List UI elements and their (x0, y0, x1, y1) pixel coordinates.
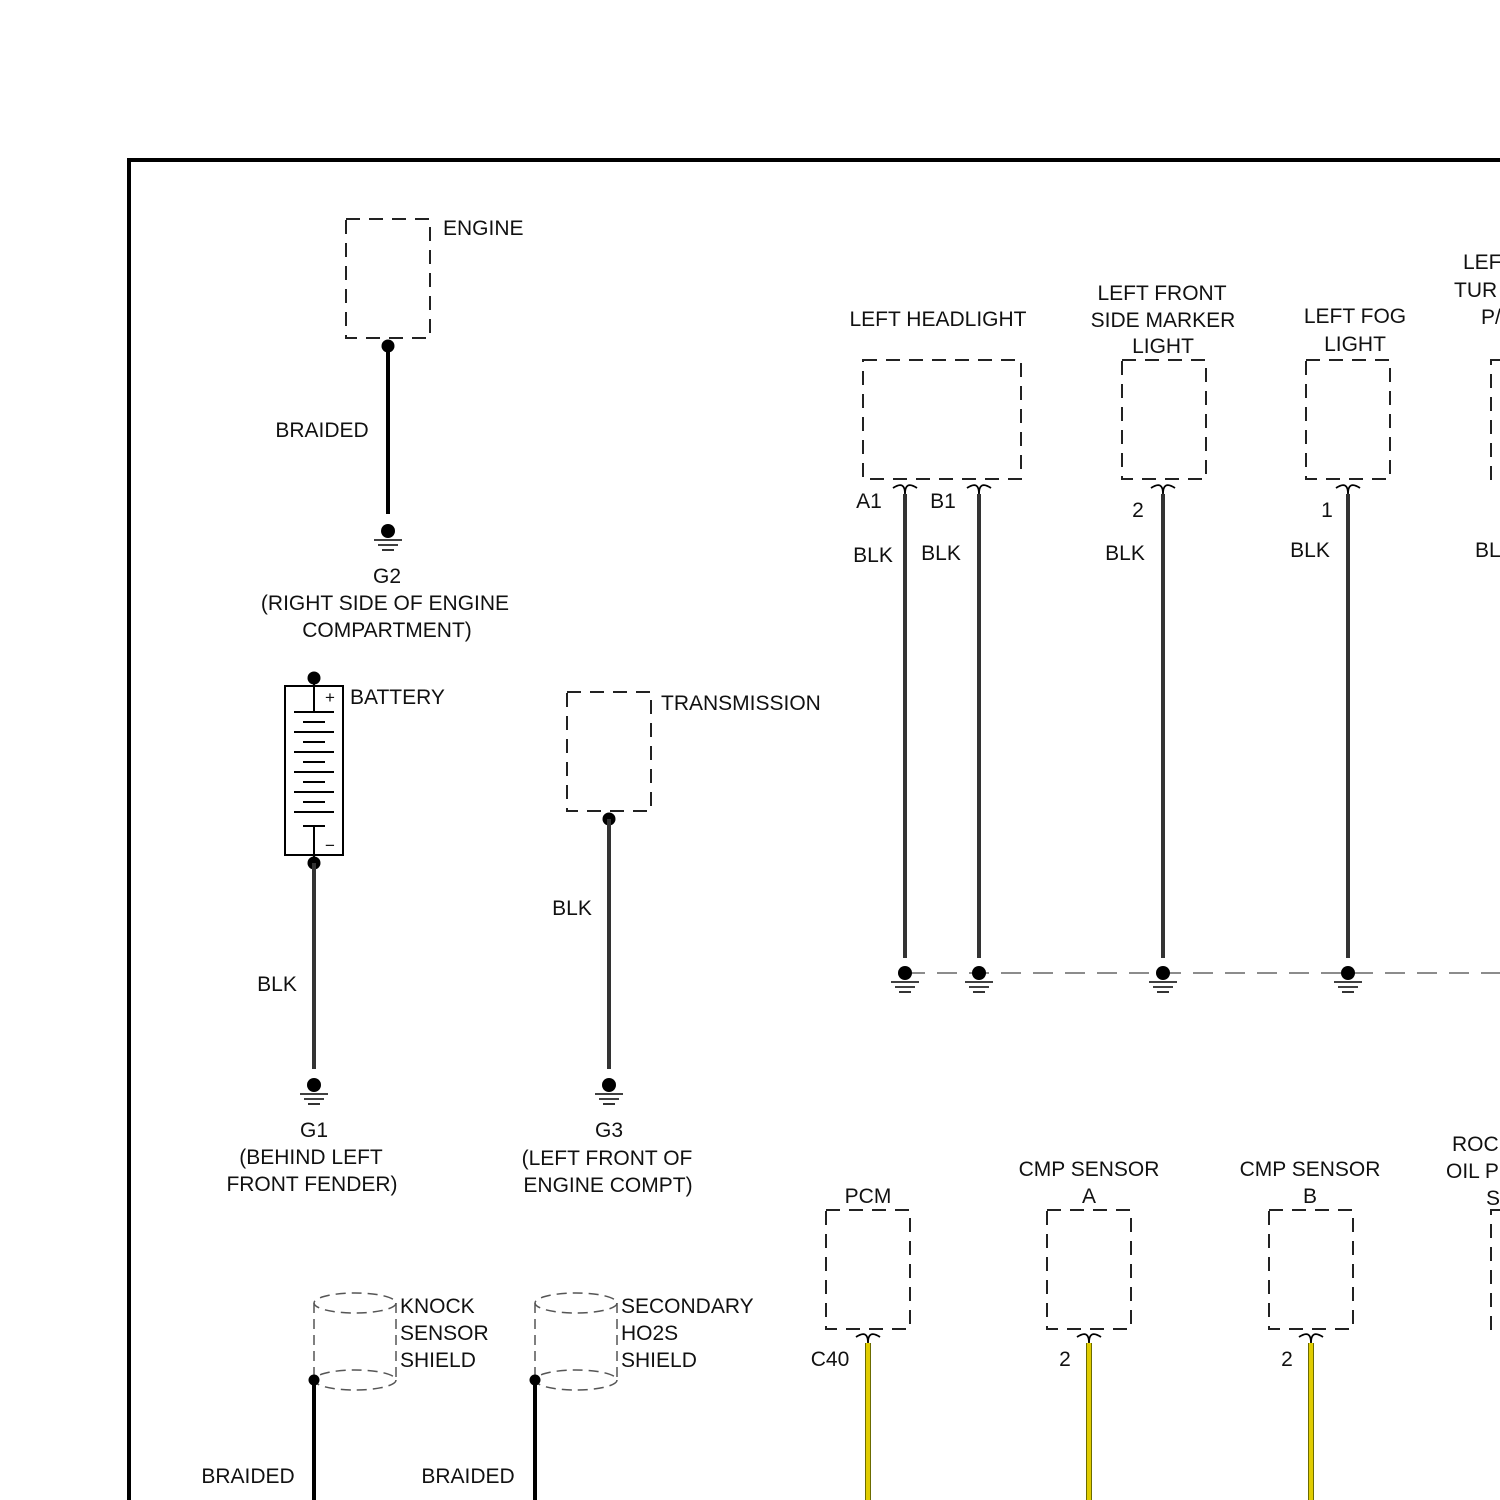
pcm-pin-label: C40 (811, 1348, 850, 1371)
turn-label-line1: LEF (1463, 251, 1500, 274)
cmp-a-pin-label: 2 (1059, 1348, 1071, 1371)
cmp-b-pin-label: 2 (1281, 1348, 1293, 1371)
turn-component-partial (1491, 360, 1500, 479)
headlight-a1-pin-label: A1 (856, 490, 882, 513)
fog-light-component (1306, 360, 1390, 479)
g3-label: G3 (595, 1119, 623, 1142)
cmp-b-pin (1299, 1334, 1323, 1343)
headlight-b1-pin (967, 485, 991, 494)
headlight-b1-ground-symbol (965, 966, 993, 992)
g2-location-line2: COMPARTMENT) (302, 619, 472, 642)
fog-light-pin (1336, 485, 1360, 494)
g2-label: G2 (373, 565, 401, 588)
headlight-a1-ground-symbol (891, 966, 919, 992)
knock-sensor-shield-symbol (314, 1293, 396, 1390)
g2-location-line1: (RIGHT SIDE OF ENGINE (261, 592, 509, 615)
left-headlight-label: LEFT HEADLIGHT (850, 308, 1027, 331)
turn-label-line3: P/ (1481, 306, 1500, 329)
knock-shield-label-line1: KNOCK (400, 1295, 475, 1318)
cmp-a-label-line2: A (1082, 1185, 1096, 1208)
ho2s-shield-label-line1: SECONDARY (621, 1295, 754, 1318)
ho2s-shield-symbol (535, 1293, 617, 1390)
side-marker-blk-label: BLK (1105, 542, 1145, 565)
engine-braided-label: BRAIDED (275, 419, 368, 442)
cmp-a-pin (1077, 1334, 1101, 1343)
battery-minus-sign: − (325, 836, 335, 855)
left-headlight-component (863, 360, 1021, 479)
side-marker-label-line3: LIGHT (1132, 335, 1194, 358)
transmission-component: TRANSMISSION (567, 692, 821, 811)
ho2s-shield-label-line2: HO2S (621, 1322, 678, 1345)
fog-light-pin-label: 1 (1321, 499, 1333, 522)
diagram-frame (129, 160, 1500, 1500)
g1-location-line2: FRONT FENDER) (226, 1173, 397, 1196)
battery-label: BATTERY (350, 686, 445, 709)
knock-shield-braided-label: BRAIDED (201, 1465, 294, 1488)
pcm-label: PCM (845, 1185, 892, 1208)
headlight-b1-blk-label: BLK (921, 542, 961, 565)
knock-shield-label-line2: SENSOR (400, 1322, 489, 1345)
rocker-label-line1: ROC (1452, 1133, 1499, 1156)
fog-light-blk-label: BLK (1290, 539, 1330, 562)
rocker-label-line2: OIL P (1446, 1160, 1499, 1183)
side-marker-ground-symbol (1149, 966, 1177, 992)
g1-label: G1 (300, 1119, 328, 1142)
g1-ground-symbol (300, 1078, 328, 1104)
battery-blk-label: BLK (257, 973, 297, 996)
cmp-b-label-line2: B (1303, 1185, 1317, 1208)
side-marker-component (1122, 360, 1206, 479)
pcm-component (826, 1210, 910, 1329)
battery-positive-dot (308, 672, 321, 685)
g3-ground-symbol (595, 1078, 623, 1104)
fog-light-ground-symbol (1334, 966, 1362, 992)
fog-light-label-line1: LEFT FOG (1304, 305, 1406, 328)
engine-label: ENGINE (443, 217, 524, 240)
side-marker-pin (1151, 485, 1175, 494)
g3-location-line1: (LEFT FRONT OF (522, 1147, 693, 1170)
headlight-a1-pin (893, 485, 917, 494)
engine-component: ENGINE (346, 217, 524, 338)
transmission-label: TRANSMISSION (661, 692, 821, 715)
transmission-blk-label: BLK (552, 897, 592, 920)
ho2s-shield-label-line3: SHIELD (621, 1349, 697, 1372)
headlight-b1-pin-label: B1 (930, 490, 956, 513)
g3-location-line2: ENGINE COMPT) (523, 1174, 692, 1197)
turn-blk-label: BL (1475, 539, 1500, 562)
cmp-b-label-line1: CMP SENSOR (1240, 1158, 1381, 1181)
fog-light-label-line2: LIGHT (1324, 333, 1386, 356)
side-marker-label-line1: LEFT FRONT (1097, 282, 1226, 305)
g1-location-line1: (BEHIND LEFT (239, 1146, 383, 1169)
side-marker-label-line2: SIDE MARKER (1091, 309, 1236, 332)
g2-ground-symbol (374, 524, 402, 550)
cmp-a-label-line1: CMP SENSOR (1019, 1158, 1160, 1181)
rocker-label-line3: S (1486, 1187, 1500, 1210)
rocker-component-partial (1491, 1210, 1500, 1329)
headlight-a1-blk-label: BLK (853, 544, 893, 567)
cmp-b-component (1269, 1210, 1353, 1329)
pcm-c40-pin (856, 1334, 880, 1343)
knock-shield-label-line3: SHIELD (400, 1349, 476, 1372)
cmp-a-component (1047, 1210, 1131, 1329)
turn-label-line2: TUR (1454, 279, 1497, 302)
ho2s-shield-braided-label: BRAIDED (421, 1465, 514, 1488)
battery-plus-sign: + (325, 688, 335, 707)
side-marker-pin-label: 2 (1132, 499, 1144, 522)
